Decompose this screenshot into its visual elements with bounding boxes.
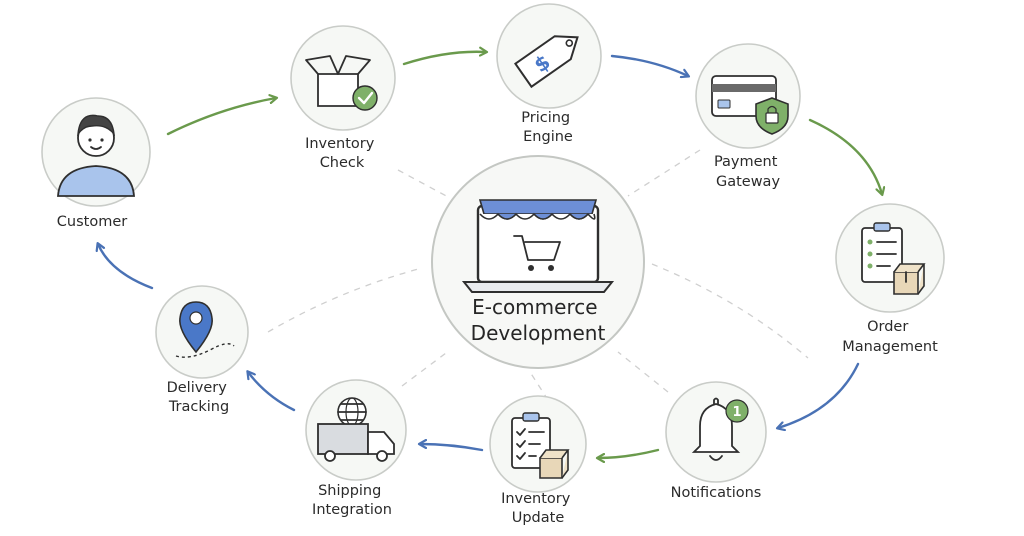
node-label-line: Notifications [671,485,762,501]
notification-badge: 1 [725,399,749,423]
node-label-line: Inventory [305,136,375,152]
node-label-line: Tracking [168,399,229,415]
dash-left [267,267,423,333]
center-label-line: Development [471,321,606,345]
node-label: Notifications [671,485,762,501]
node-label-line: Update [512,510,565,526]
arrow-update-to-shipping [420,444,484,452]
dash-right [651,263,809,359]
dash-notifications [617,351,669,393]
dash-inventory-update [529,371,549,401]
node-label: Inventory Check [305,136,379,171]
notification-badge-count: 1 [732,405,741,420]
checklist-clipboard-icon [511,412,551,469]
node-label-line: Payment [714,154,778,170]
node-inventory-check[interactable]: Inventory Check [290,25,396,171]
dash-shipping [401,349,451,387]
node-label: Inventory Update [501,491,575,526]
cart-icon [513,235,561,271]
arrow-notifications-to-update [598,448,660,458]
location-pin-icon [175,301,235,358]
dashed-connectors [267,149,809,401]
package-icon [893,263,926,295]
node-customer[interactable]: Customer [41,97,151,230]
node-label-line: Check [320,155,365,171]
globe-icon [337,397,367,427]
dash-payment [627,149,701,197]
center-label: E-commerce Development [471,295,606,345]
arrow-tracking-to-customer [98,244,154,290]
node-label: Payment Gateway [714,154,782,190]
node-order-management[interactable]: Order Management [835,203,945,355]
node-label-line: Pricing [521,110,570,126]
node-label-line: Engine [523,129,573,145]
center-label-line: E-commerce [472,295,597,319]
center-node: E-commerce Development [431,155,645,369]
node-label-line: Delivery [167,380,228,396]
shield-lock-icon [755,97,789,135]
node-delivery-tracking[interactable]: Delivery Tracking [155,285,249,415]
node-label-line: Inventory [501,491,571,507]
node-label: Shipping Integration [312,483,392,518]
node-inventory-update[interactable]: Inventory Update [489,395,587,526]
node-label-line: Gateway [716,174,780,190]
arrow-pricing-to-payment [610,54,688,76]
awning-icon [478,199,598,220]
node-notifications[interactable]: 1 Notifications [665,381,767,501]
node-pricing-engine[interactable]: $ Pricing Engine [496,3,602,145]
node-payment-gateway[interactable]: Payment Gateway [695,43,801,190]
laptop-store-icon [461,199,615,293]
node-label-line: Order [867,319,908,335]
arrow-order-to-notifications [778,362,860,428]
truck-icon [317,423,395,462]
dash-inventory-check [397,169,451,199]
node-label-line: Integration [312,502,392,518]
price-tag-icon: $ [514,35,579,89]
node-shipping-integration[interactable]: Shipping Integration [305,379,407,518]
node-label: Delivery Tracking [167,380,232,415]
arrow-shipping-to-tracking [248,372,296,412]
node-label: Customer [57,214,127,230]
arrow-customer-to-inventory [166,98,276,136]
node-label-line: Shipping [318,483,381,499]
node-label: Pricing Engine [521,110,574,145]
node-label: Order Management [842,319,938,355]
clipboard-icon [861,222,903,283]
person-icon [57,114,135,197]
checkmark-badge-icon [352,85,378,111]
flow-arrows [98,52,882,458]
node-label-line: Management [842,339,938,355]
arrow-payment-to-order [808,118,882,194]
package-icon [539,449,570,479]
arrow-inventory-to-pricing [402,52,486,66]
node-label-line: Customer [57,214,127,230]
